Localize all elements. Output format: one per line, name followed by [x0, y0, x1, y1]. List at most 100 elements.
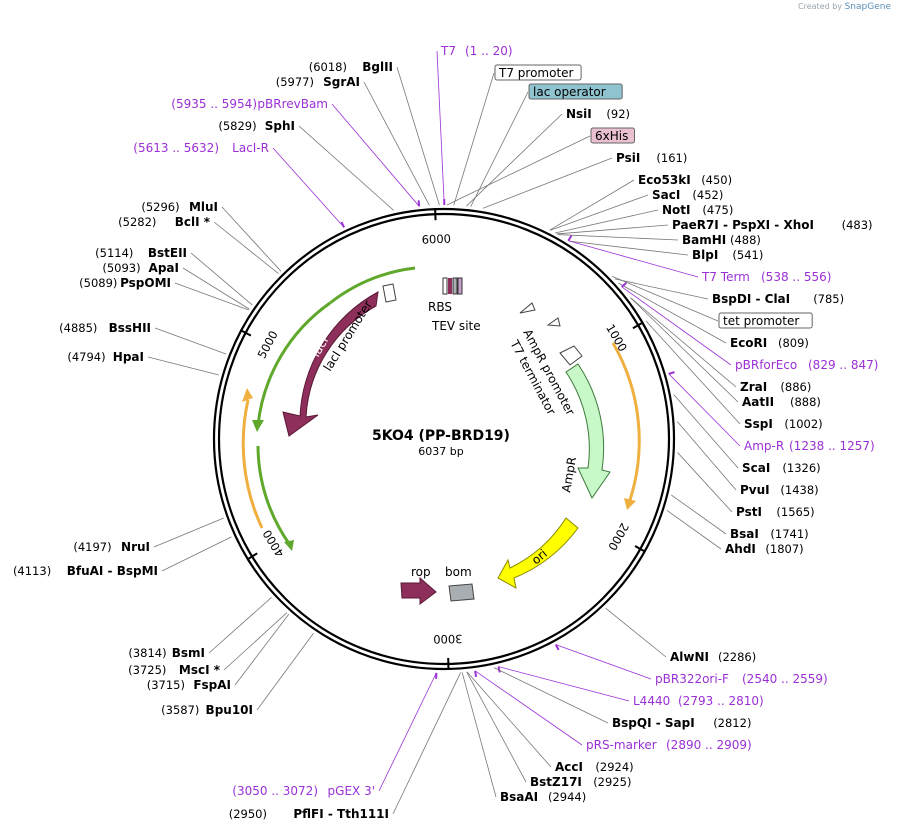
right-annotation[interactable]: BlpI(541) [692, 248, 763, 262]
left-annotation[interactable]: FspAI(3715) [147, 678, 231, 692]
site-position: (886) [780, 380, 811, 394]
left-annotation[interactable]: BfuAI - BspMI(4113) [13, 564, 158, 578]
right-annotation[interactable]: tet promoter [718, 312, 813, 329]
right-annotation[interactable]: BsaAI(2944) [500, 790, 586, 804]
left-annotation[interactable]: pBRrevBam(5935 .. 5954) [171, 97, 328, 111]
site-name: EcoRI [730, 336, 767, 350]
right-annotation[interactable]: lac operator [528, 83, 623, 100]
right-annotation[interactable]: AatII(888) [742, 395, 821, 409]
left-annotation[interactable]: SphI(5829) [218, 119, 295, 133]
right-annotation[interactable]: EcoRI(809) [730, 336, 809, 350]
site-name: HpaI [113, 350, 144, 364]
right-annotation[interactable]: pBR322ori-F(2540 .. 2559) [655, 672, 828, 686]
right-annotation[interactable]: BamHI(488) [682, 233, 761, 247]
right-annotation[interactable]: SspI(1002) [744, 417, 823, 431]
left-annotation[interactable]: BglII(6018) [309, 60, 393, 74]
right-annotation[interactable]: T7 promoter [494, 64, 582, 81]
left-annotation[interactable]: BsmI(3814) [128, 646, 205, 660]
primer-name: pGEX 3' [328, 784, 375, 798]
lacop-marker [457, 277, 463, 295]
right-annotation[interactable]: PsiI(161) [616, 151, 687, 165]
ori-feature-arrow[interactable] [497, 517, 579, 589]
lacI-feature-arrow[interactable] [282, 291, 379, 437]
right-annotation[interactable]: PvuI(1438) [740, 483, 819, 497]
left-annotation[interactable]: PflFI - Tth111I(2950) [229, 807, 389, 821]
ruler-tick-label: 6000 [421, 232, 451, 247]
site-name: ApaI [149, 261, 179, 275]
ampr-feature-arrow[interactable] [565, 363, 611, 500]
left-annotation[interactable]: PspOMI(5089) [79, 276, 171, 290]
right-annotation[interactable]: BstZ17I(2925) [530, 775, 631, 789]
leader-line [466, 671, 552, 768]
site-name: BstEII [148, 246, 187, 260]
left-annotation[interactable]: BstEII(5114) [95, 246, 187, 260]
right-annotation[interactable]: BspQI - SapI(2812) [612, 716, 751, 730]
right-annotation[interactable]: T7 Term(538 .. 556) [701, 270, 831, 284]
orange-arrow-left [241, 399, 264, 529]
right-annotation[interactable]: ScaI(1326) [742, 461, 821, 475]
right-annotation[interactable]: 6xHis [590, 127, 635, 144]
orange-arrowhead-right [624, 498, 636, 510]
right-annotation[interactable]: AhdI(1807) [725, 542, 804, 556]
site-position: (483) [842, 218, 873, 232]
right-annotation[interactable]: L4440(2793 .. 2810) [633, 694, 764, 708]
right-annotation[interactable]: Eco53kI(450) [638, 173, 732, 187]
left-annotation[interactable]: ApaI(5093) [102, 261, 179, 275]
site-name: PspOMI [120, 276, 171, 290]
right-annotation[interactable]: pBRforEco(829 .. 847) [735, 358, 878, 372]
left-annotation[interactable]: LacI-R(5613 .. 5632) [133, 141, 269, 155]
left-annotation[interactable]: BssHII(4885) [59, 321, 151, 335]
t7-terminator-arrow [546, 317, 561, 327]
left-annotation[interactable]: NruI(4197) [73, 540, 150, 554]
feature-tag-label: T7 promoter [498, 66, 574, 80]
right-annotation[interactable]: AlwNI(2286) [670, 650, 756, 664]
right-annotation[interactable]: NotI(475) [662, 203, 733, 217]
right-annotation[interactable]: NsiI(92) [566, 107, 630, 121]
right-annotation[interactable]: BsaI(1741) [730, 527, 809, 541]
site-name: PaeR7I - PspXI - XhoI [672, 218, 814, 232]
site-name: AatII [742, 395, 774, 409]
left-annotation[interactable]: MluI(5296) [141, 200, 218, 214]
site-position: (3814) [128, 646, 166, 660]
ruler-tick [246, 552, 258, 561]
backbone-inner-ring [217, 212, 671, 666]
leader-line [670, 494, 727, 535]
bom-feature[interactable] [448, 583, 475, 602]
right-annotation[interactable]: BspDI - ClaI(785) [712, 292, 844, 306]
leader-line [621, 286, 732, 366]
left-annotation[interactable]: Bpu10I(3587) [161, 703, 253, 717]
right-annotation[interactable]: T7(1 .. 20) [440, 44, 513, 58]
left-annotation[interactable]: SgrAI(5977) [276, 75, 360, 89]
right-annotation[interactable]: PstI(1565) [736, 505, 815, 519]
right-annotation[interactable]: AccI(2924) [555, 760, 634, 774]
right-annotation[interactable]: Amp-R(1238 .. 1257) [744, 439, 875, 453]
site-position: (2286) [718, 650, 756, 664]
rop-feature-arrow[interactable] [400, 576, 437, 605]
site-position: (5829) [218, 119, 256, 133]
leader-line [453, 72, 495, 206]
green-arrowhead-2 [284, 540, 294, 551]
leader-line [557, 234, 679, 241]
leader-line [549, 179, 635, 231]
feature-tag-box [718, 312, 813, 329]
site-name: Bpu10I [206, 703, 253, 717]
feature-tag-label: lac operator [533, 85, 606, 99]
right-annotation[interactable]: SacI(452) [652, 188, 723, 202]
right-annotation[interactable]: ZraI(886) [740, 380, 811, 394]
site-name: SspI [744, 417, 773, 431]
left-annotation[interactable]: pGEX 3'(3050 .. 3072) [232, 784, 375, 798]
left-annotation[interactable]: HpaI(4794) [67, 350, 144, 364]
left-annotation[interactable]: MscI *(3725) [128, 663, 221, 677]
site-name: BclI * [175, 215, 211, 229]
site-name: BstZ17I [530, 775, 582, 789]
site-position: (5977) [276, 75, 314, 89]
green-arrow-3 [256, 445, 292, 546]
right-annotation[interactable]: PaeR7I - PspXI - XhoI (483) [672, 218, 873, 232]
right-annotation[interactable]: pRS-marker(2890 .. 2909) [586, 738, 752, 752]
feature-tag-label: tet promoter [723, 314, 799, 328]
bom-label: bom [445, 565, 472, 579]
site-position: (5296) [141, 200, 179, 214]
left-annotation[interactable]: BclI *(5282) [118, 215, 211, 229]
leader-line [436, 50, 445, 206]
primer-bind-mark [497, 666, 501, 673]
